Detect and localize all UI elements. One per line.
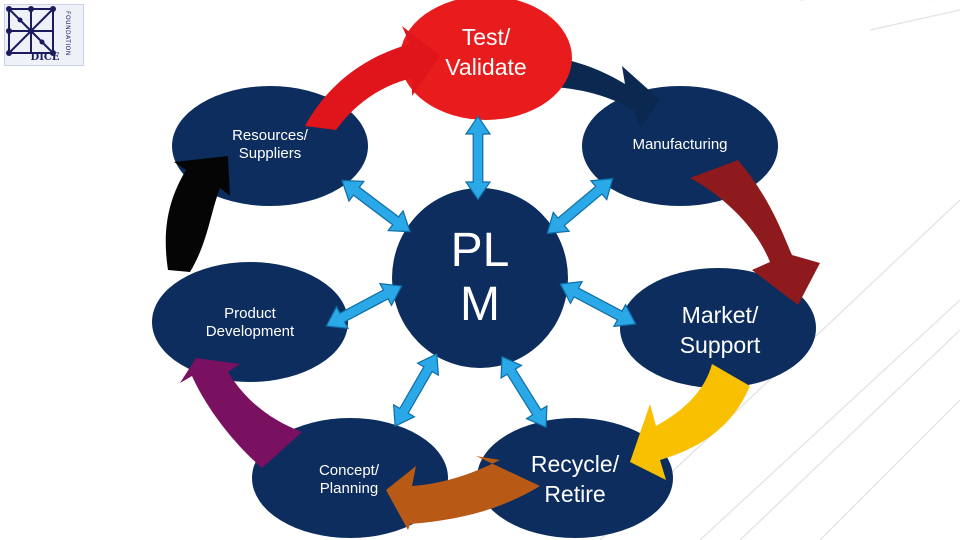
label-recycle-line1: Recycle/ [530, 451, 620, 477]
spoke-hub-resources [333, 169, 419, 243]
label-product-line1: Product [224, 305, 276, 322]
label-market-line1: Market/ [681, 302, 759, 328]
label-manufacturing: Manufacturing [615, 136, 745, 154]
node-test-validate [400, 0, 572, 120]
label-plm-line2: M [460, 278, 500, 331]
label-plm-line1: PL [450, 224, 510, 277]
label-concept-line1: Concept/ [318, 462, 380, 479]
arrow-market-to-recycle [630, 364, 750, 480]
label-test-validate: Test/ Validate [436, 22, 536, 82]
label-recycle-retire: Recycle/ Retire [520, 449, 630, 509]
label-plm: PL M [430, 224, 530, 332]
dice-logo: DICE FOUNDATION [4, 4, 84, 66]
arrow-manufacturing-to-market [690, 160, 820, 305]
spoke-hub-test [465, 115, 491, 201]
plm-hub [392, 188, 568, 368]
label-recycle-line2: Retire [544, 481, 606, 507]
node-product-development [152, 262, 348, 382]
label-resources-line2: Suppliers [238, 145, 302, 162]
spoke-hub-recycle [491, 349, 557, 435]
arrow-test-to-manufacturing [540, 55, 660, 128]
arrow-recycle-to-concept [386, 456, 540, 530]
arrow-concept-to-product [180, 358, 302, 468]
label-product-development: Product Development [190, 305, 310, 341]
label-test-line2: Validate [445, 54, 527, 80]
label-test-line1: Test/ [461, 24, 511, 50]
label-resources-suppliers: Resources/ Suppliers [210, 127, 330, 163]
logo-name: DICE [30, 52, 60, 63]
spoke-hub-manufacturing [538, 168, 622, 244]
node-market-support [620, 268, 816, 388]
label-market-line2: Support [679, 332, 761, 358]
spoke-hub-concept [384, 347, 448, 433]
label-concept-planning: Concept/ Planning [300, 462, 398, 498]
logo-network-graphic [6, 6, 56, 56]
label-market-support: Market/ Support [660, 300, 780, 360]
label-product-line2: Development [205, 323, 295, 340]
arrow-resources-to-test [305, 26, 440, 130]
arrow-product-to-resources [165, 156, 230, 272]
label-resources-line1: Resources/ [232, 127, 308, 144]
label-concept-line2: Planning [319, 480, 379, 497]
label-manufacturing-line1: Manufacturing [632, 136, 728, 153]
node-recycle-retire [477, 418, 673, 538]
